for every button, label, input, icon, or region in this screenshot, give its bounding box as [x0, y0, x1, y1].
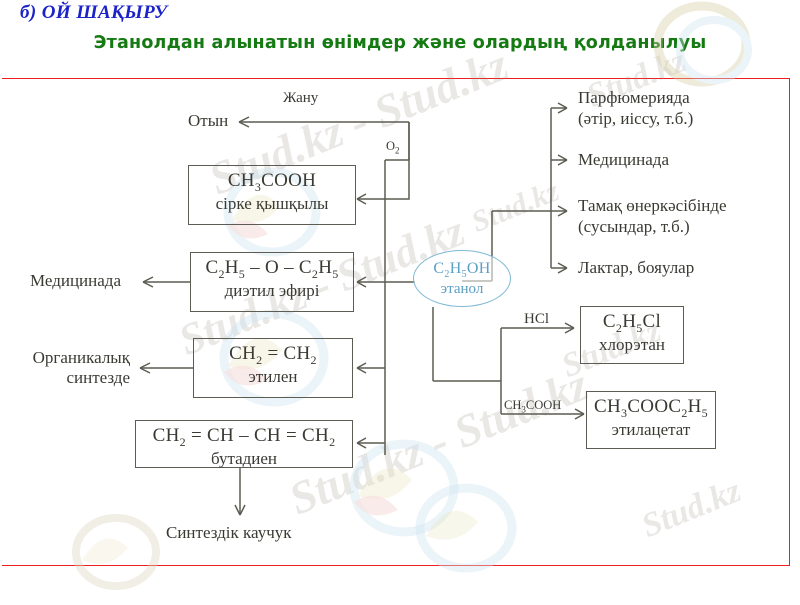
output-fuel: Отын — [188, 111, 229, 130]
application-perfumery-line2: (әтір, иіссу, т.б.) — [578, 108, 694, 128]
center-node-name: этанол — [440, 281, 484, 298]
box-acetic-acid: CH3COOH сірке қышқылы — [188, 165, 356, 225]
output-medicine: Медицинада — [30, 271, 121, 290]
box-name: этилацетат — [611, 420, 691, 440]
box-name: диэтил эфирі — [224, 281, 320, 301]
box-name: бутадиен — [210, 449, 278, 469]
box-formula: CH2 = CH – CH = CH2 — [152, 425, 336, 449]
output-organic-synthesis-line2: синтезде — [66, 367, 130, 387]
output-organic-synthesis: Органикалық синтезде — [30, 348, 130, 387]
application-perfumery: Парфюмерияда (әтір, иіссу, т.б.) — [578, 88, 788, 129]
application-food-industry: Тамақ өнеркәсібінде (сусындар, т.б.) — [578, 196, 788, 237]
application-food-industry-line1: Тамақ өнеркәсібінде — [578, 196, 727, 215]
slide-canvas: б) ОЙ ШАҚЫРУ Этанолдан алынатын өнімдер … — [2, 1, 790, 590]
box-formula: CH2 = CH2 — [229, 343, 317, 367]
box-name: сірке қышқылы — [215, 194, 329, 214]
reagent-acetic-acid: CH3COOH — [504, 398, 562, 415]
box-ethyl-acetate: CH3COOC2H5 этилацетат — [586, 391, 716, 449]
slide-kicker: б) ОЙ ШАҚЫРУ — [20, 2, 168, 23]
center-node-ethanol: C2H5OH этанол — [413, 250, 511, 307]
box-formula: C2H5Cl — [602, 311, 662, 335]
box-ethylene: CH2 = CH2 этилен — [193, 338, 353, 398]
reagent-combustion: Жану — [283, 90, 319, 106]
box-formula: CH3COOC2H5 — [594, 396, 708, 420]
box-name: этилен — [248, 367, 298, 387]
application-medicine: Медицинада — [578, 150, 669, 169]
application-food-industry-line2: (сусындар, т.б.) — [578, 216, 690, 236]
box-butadiene: CH2 = CH – CH = CH2 бутадиен — [135, 420, 353, 468]
output-organic-synthesis-line1: Органикалық — [32, 348, 130, 367]
output-synthetic-rubber: Синтездік каучук — [166, 523, 292, 542]
box-chloroethane: C2H5Cl хлорэтан — [580, 306, 684, 364]
center-node-formula: C2H5OH — [433, 260, 491, 281]
reagent-oxygen: O2 — [386, 139, 400, 156]
diagram-connectors — [139, 102, 585, 516]
box-diethyl-ether: C2H5 – O – C2H5 диэтил эфирі — [190, 252, 354, 312]
box-name: хлорэтан — [599, 335, 665, 355]
box-formula: CH3COOH — [227, 170, 317, 194]
page-title: Этанолдан алынатын өнімдер және олардың … — [93, 33, 707, 53]
reagent-hcl: HCl — [524, 311, 550, 327]
content-frame — [2, 78, 790, 566]
application-perfumery-line1: Парфюмерияда — [578, 88, 690, 107]
application-lacquers-paints: Лактар, бояулар — [578, 258, 695, 277]
box-formula: C2H5 – O – C2H5 — [205, 257, 339, 281]
